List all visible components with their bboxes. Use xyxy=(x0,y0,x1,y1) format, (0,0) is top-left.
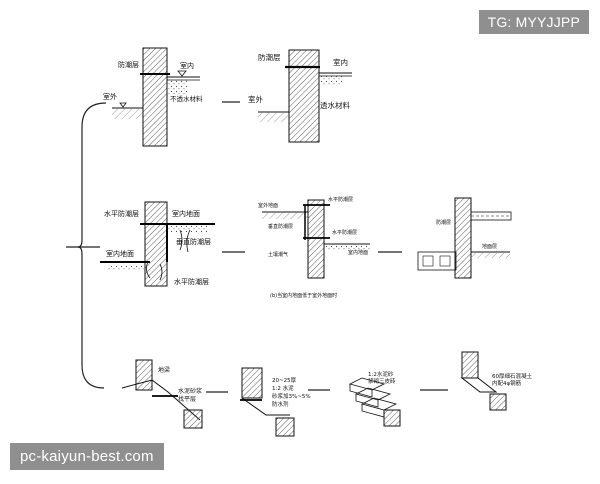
label-moisture: 土壤潮气 xyxy=(268,251,288,258)
row1-diagram1: 防潮层 室内 室外 不透水材料 xyxy=(103,47,203,147)
label-outdoor-ground: 室外地面 xyxy=(258,202,278,209)
tree-connectors xyxy=(66,101,448,393)
row3-diagram4: 60厚细石混凝土 内配4φ钢筋 xyxy=(460,351,532,411)
label-thickness: 20~25厚 xyxy=(272,377,297,384)
watermark-bottom: pc-kaiyun-best.com xyxy=(10,443,164,470)
row2-diagram3: 防潮层 地面层 xyxy=(417,197,512,279)
label-dpc: 防潮层 xyxy=(118,60,139,69)
label-outdoor: 室外 xyxy=(103,92,117,101)
row3-diagram3: 1:2水泥砂 浆砌三皮砖 xyxy=(348,370,401,427)
label-h-dpc-top: 水平防潮层 xyxy=(104,209,139,218)
label-outdoor: 室外 xyxy=(248,94,263,104)
label-beam: 地梁 xyxy=(158,366,170,374)
row2-diagram2: 室外地面 水平防潮层 垂直防潮层 水平防潮层 室内地面 土壤潮气 (b)当室内地… xyxy=(258,196,370,299)
label-h-dpc-mid: 水平防潮层 xyxy=(332,229,357,236)
brace-branch-bottom xyxy=(77,246,105,389)
label-impermeable: 不透水材料 xyxy=(170,94,203,103)
row3-diagram2: 20~25厚 1:2 水泥 砂浆加3%~5% 防水剂 xyxy=(240,367,311,437)
label-v-dpc: 垂直防潮层 xyxy=(268,223,293,230)
label-h-dpc-top: 水平防潮层 xyxy=(328,196,353,203)
row1-diagram2: 防潮层 室内 室外 透水材料 xyxy=(248,49,352,143)
label-dpc: 防潮层 xyxy=(258,52,281,62)
label-concrete: 60厚细石混凝土 xyxy=(492,372,532,380)
label-floor-top: 室内地面 xyxy=(172,209,200,218)
watermark-top: TG: MYYJJPP xyxy=(478,10,589,34)
label-dpc: 防潮层 xyxy=(436,219,451,226)
label-additive: 砂浆加3%~5% xyxy=(272,392,311,400)
label-permeable: 透水材料 xyxy=(320,100,350,110)
brace-branch-top xyxy=(66,102,107,248)
label-v-dpc: 垂直防潮层 xyxy=(176,237,211,246)
label-indoor: 室内 xyxy=(333,57,348,67)
label-floor-left: 室内地面 xyxy=(106,249,134,258)
label-mortar-2: 找平层 xyxy=(178,395,196,403)
label-h-dpc-bottom: 水平防潮层 xyxy=(174,277,209,286)
row3-diagram1: 地梁 水泥砂浆 找平层 xyxy=(121,359,203,429)
row2-diagram1: 水平防潮层 室内地面 室内地面 垂直防潮层 水平防潮层 xyxy=(100,201,215,287)
label-floor: 地面层 xyxy=(482,243,497,250)
label-brick-2: 浆砌三皮砖 xyxy=(368,377,396,385)
brick-courses xyxy=(348,377,398,418)
label-indoor-floor: 室内地面 xyxy=(348,249,368,256)
caption: (b)当室内地面低于室外地面时 xyxy=(270,292,337,299)
label-mortar-1: 水泥砂浆 xyxy=(178,387,202,395)
label-brick-1: 1:2水泥砂 xyxy=(368,370,394,378)
label-rebar: 内配4φ钢筋 xyxy=(492,379,522,387)
label-mix: 1:2 水泥 xyxy=(272,384,294,392)
label-waterproof: 防水剂 xyxy=(272,400,289,408)
label-indoor: 室内 xyxy=(180,61,194,70)
